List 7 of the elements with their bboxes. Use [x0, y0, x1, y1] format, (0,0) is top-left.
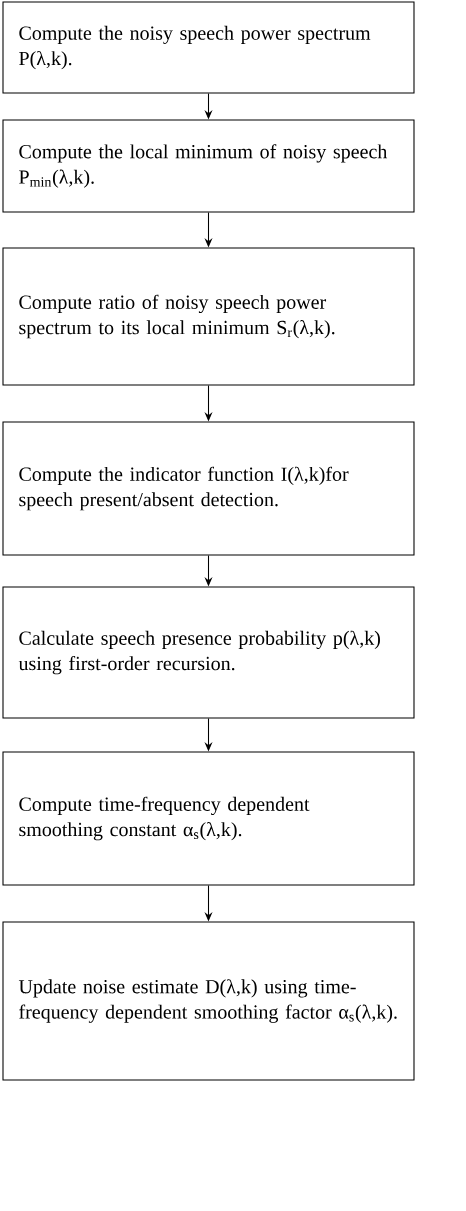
process-box: Compute the local minimum of noisy speech P$_{min}$(λ,k). — [2, 119, 415, 213]
process-box: Compute the noisy speech power spectrum P(λ,k). — [2, 1, 415, 94]
process-box: Update noise estimate D(λ,k) using time-frequency dependent smoothing factor α$_{s}$(λ,k). — [2, 921, 415, 1081]
process-box: Compute time-frequency dependent smoothing constant α$_{s}$(λ,k). — [2, 751, 415, 886]
process-box: Compute ratio of noisy speech power spectrum to its local minimum S$_{r}$(λ,k). — [2, 247, 415, 386]
process-box: Compute the indicator function I(λ,k)for speech present/absent detection. — [2, 421, 415, 556]
process-box: Calculate speech presence probability p(λ,k) using first-order recursion. — [2, 586, 415, 719]
